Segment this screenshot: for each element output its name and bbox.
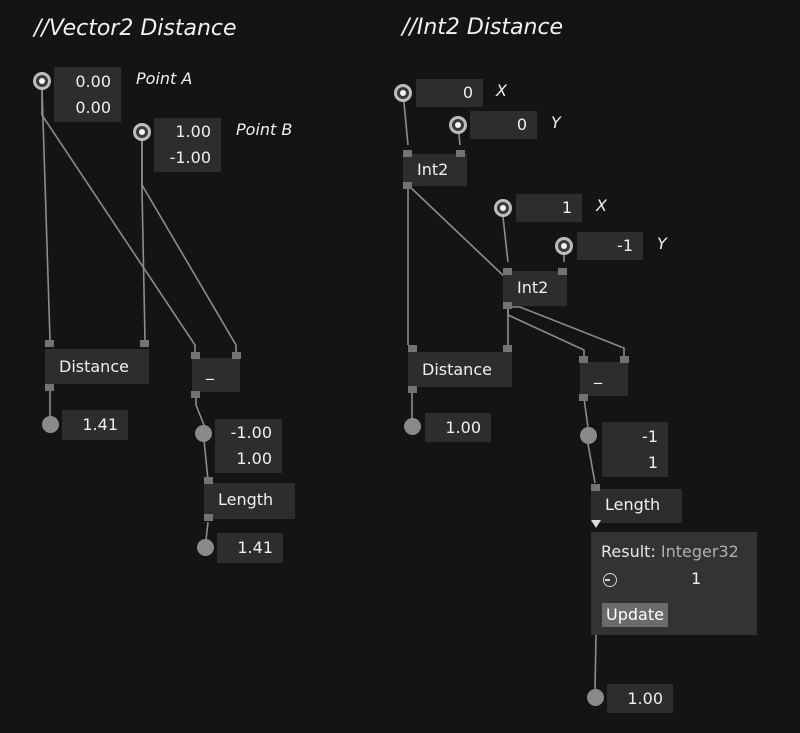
point-b-y[interactable]: -1.00 [169, 148, 211, 167]
vector2-title: //Vector2 Distance [34, 16, 237, 41]
wire [141, 139, 146, 341]
length-result-value: 1.41 [217, 533, 283, 563]
int2-a-y-text[interactable]: 0 [516, 115, 527, 134]
int2-distance-output-port[interactable] [408, 386, 417, 393]
int2-a-y-label: Y [551, 113, 561, 132]
int2-a-y-value[interactable]: 0 [470, 111, 537, 139]
point-a-label: Point A [136, 69, 193, 88]
distance-input-port-a[interactable] [45, 340, 54, 347]
length-node[interactable]: Length [204, 483, 295, 519]
subtract-input-port-a[interactable] [191, 352, 200, 359]
int2-subtract-input-port-b[interactable] [620, 356, 629, 363]
int2-a-x-label: X [496, 81, 507, 100]
int2-length-input-port[interactable] [591, 484, 600, 491]
subtract-result-x: -1.00 [230, 423, 272, 442]
int2-a-node[interactable]: Int2 [403, 154, 467, 186]
int2-a-input-port-x[interactable] [403, 150, 412, 157]
wire [587, 443, 596, 484]
int2-subtract-node[interactable]: _ [580, 362, 628, 396]
int2-b-y-value[interactable]: -1 [577, 232, 643, 260]
int2-a-x-text[interactable]: 0 [462, 83, 473, 102]
distance-result-value: 1.41 [62, 410, 128, 440]
clock-icon [603, 573, 617, 587]
distance-result-text: 1.41 [82, 415, 118, 434]
distance-result-pin-icon[interactable] [42, 416, 59, 433]
int2-a-y-pin-icon[interactable] [449, 116, 467, 134]
wire [594, 634, 597, 691]
int2-length-node[interactable]: Length [591, 489, 682, 523]
int2-distance-input-port-b[interactable] [503, 345, 512, 352]
int2-b-node[interactable]: Int2 [503, 271, 567, 306]
wire [583, 397, 589, 429]
subtract-result-y: 1.00 [236, 449, 272, 468]
int2-a-x-value[interactable]: 0 [416, 79, 483, 107]
wire [508, 306, 625, 356]
wire [203, 439, 209, 481]
point-b-x[interactable]: 1.00 [175, 122, 211, 141]
subtract-node[interactable]: _ [192, 358, 240, 392]
int2-length-result-value: 1.00 [607, 684, 673, 713]
subtract-result-pin-icon[interactable] [195, 425, 212, 442]
int2-b-y-label: Y [657, 234, 667, 253]
int2-subtract-output-port[interactable] [579, 394, 588, 401]
int2-distance-node[interactable]: Distance [408, 352, 512, 387]
length-output-port[interactable] [204, 514, 213, 521]
int2-b-y-text[interactable]: -1 [617, 236, 633, 255]
int2-b-input-port-x[interactable] [503, 268, 512, 275]
result-popup: Result: Integer32 1 Update [591, 532, 757, 635]
int2-length-result-pin-icon[interactable] [587, 689, 604, 706]
point-a-y[interactable]: 0.00 [75, 98, 111, 117]
int2-subtract-input-port-a[interactable] [579, 356, 588, 363]
popup-result-value: 1 [691, 569, 702, 588]
int2-b-x-text[interactable]: 1 [561, 198, 572, 217]
distance-output-port[interactable] [45, 384, 54, 391]
int2-b-x-pin-icon[interactable] [494, 199, 512, 217]
wire [507, 307, 585, 356]
int2-subtract-result-x: -1 [642, 427, 658, 446]
point-b-label: Point B [236, 120, 293, 139]
int2-title: //Int2 Distance [402, 15, 564, 40]
point-a-x[interactable]: 0.00 [75, 72, 111, 91]
int2-b-input-port-y[interactable] [558, 268, 567, 275]
int2-subtract-result-value: -1 1 [602, 422, 668, 477]
int2-a-x-pin-icon[interactable] [394, 84, 412, 102]
popup-result-type: Integer32 [660, 542, 739, 561]
length-result-pin-icon[interactable] [197, 539, 214, 556]
subtract-input-port-b[interactable] [232, 352, 241, 359]
int2-a-output-port[interactable] [403, 182, 412, 189]
point-a-pin-icon[interactable] [33, 72, 51, 90]
distance-node[interactable]: Distance [45, 349, 149, 384]
subtract-output-port[interactable] [191, 391, 200, 398]
int2-distance-result-pin-icon[interactable] [404, 418, 421, 435]
popup-pointer-icon [591, 520, 601, 528]
update-button[interactable]: Update [602, 603, 668, 627]
point-b-pin-icon[interactable] [133, 123, 151, 141]
int2-distance-input-port-a[interactable] [408, 345, 417, 352]
point-a-value[interactable]: 0.00 0.00 [54, 67, 121, 122]
wire [41, 87, 51, 341]
length-input-port[interactable] [204, 477, 213, 484]
wire [407, 184, 509, 281]
int2-distance-result-value: 1.00 [425, 413, 491, 442]
popup-result-row: Result: Integer32 [601, 542, 739, 561]
int2-subtract-result-pin-icon[interactable] [580, 427, 597, 444]
int2-b-x-value[interactable]: 1 [516, 194, 582, 222]
int2-subtract-result-y: 1 [647, 453, 658, 472]
subtract-result-value: -1.00 1.00 [215, 419, 282, 473]
distance-input-port-b[interactable] [140, 340, 149, 347]
int2-b-output-port[interactable] [503, 302, 512, 309]
int2-b-y-pin-icon[interactable] [555, 237, 573, 255]
int2-b-x-label: X [596, 196, 607, 215]
popup-result-label: Result: [601, 542, 656, 561]
point-b-value[interactable]: 1.00 -1.00 [154, 118, 221, 172]
int2-a-input-port-y[interactable] [456, 150, 465, 157]
length-result-text: 1.41 [237, 538, 273, 557]
int2-length-result-text: 1.00 [627, 689, 663, 708]
int2-distance-result-text: 1.00 [445, 418, 481, 437]
